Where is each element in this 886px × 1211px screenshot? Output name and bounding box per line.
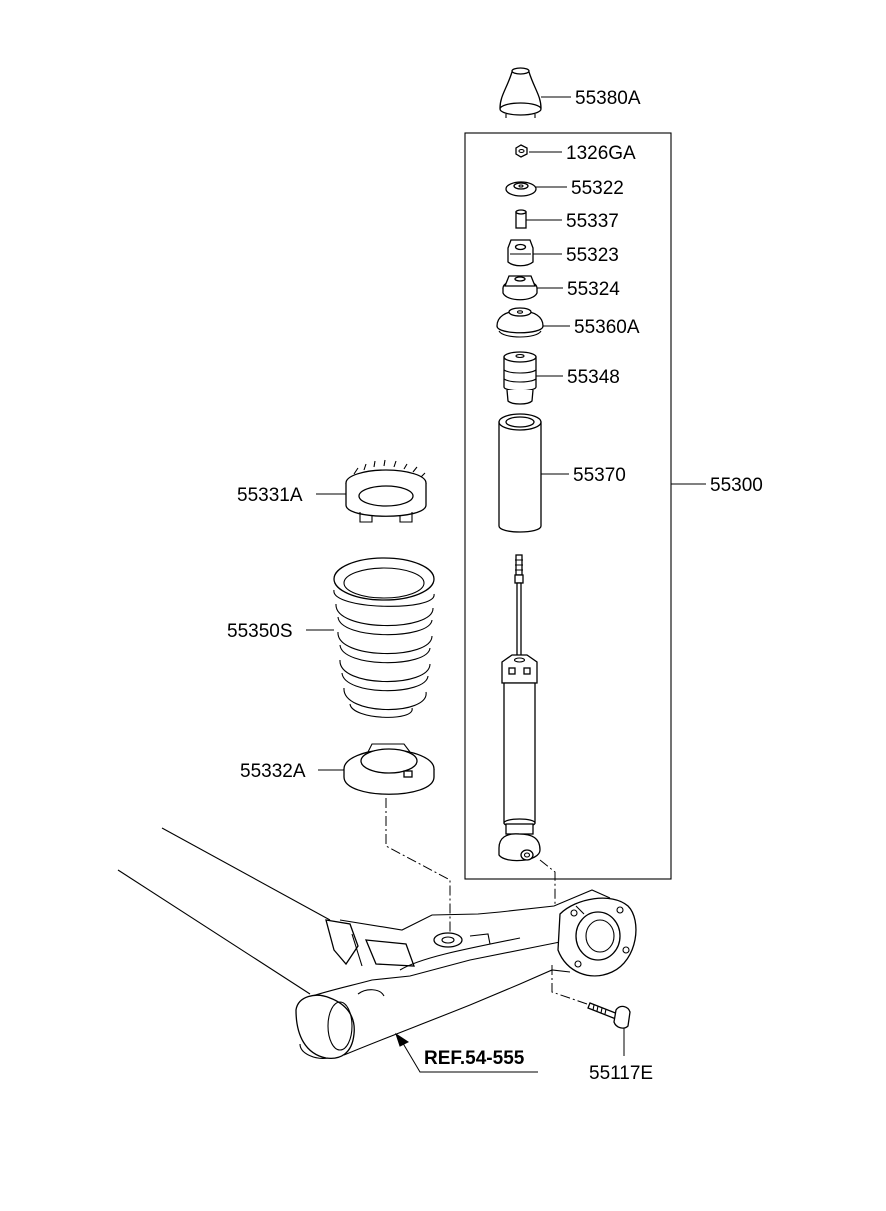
part-55323[interactable] <box>507 239 534 267</box>
assembly-box-55300 <box>464 132 672 880</box>
alignment-line-shock <box>539 859 556 905</box>
part-55348[interactable] <box>503 351 537 405</box>
part-55380A[interactable] <box>499 67 542 118</box>
label-55323[interactable]: 55323 <box>566 245 619 266</box>
label-55348[interactable]: 55348 <box>567 367 620 388</box>
part-55332A[interactable] <box>343 743 435 795</box>
label-55380A[interactable]: 55380A <box>575 88 641 109</box>
reference-arrow-icon <box>395 1032 409 1047</box>
label-55300[interactable]: 55300 <box>710 475 763 496</box>
label-55360A[interactable]: 55360A <box>574 317 640 338</box>
label-55331A[interactable]: 55331A <box>237 485 303 506</box>
rear-axle-beam[interactable] <box>117 827 611 1060</box>
part-1326GA[interactable] <box>515 144 528 158</box>
part-55337[interactable] <box>515 209 527 229</box>
part-55117E[interactable] <box>587 1002 631 1029</box>
part-55331A[interactable] <box>345 459 427 523</box>
label-55337[interactable]: 55337 <box>566 211 619 232</box>
alignment-line-bolt <box>551 965 591 1006</box>
wheel-hub-bracket[interactable] <box>557 897 637 977</box>
label-55322[interactable]: 55322 <box>571 178 624 199</box>
alignment-line-spring <box>385 798 451 938</box>
part-55370[interactable] <box>498 413 542 533</box>
label-55332A[interactable]: 55332A <box>240 761 306 782</box>
label-55350S[interactable]: 55350S <box>227 621 293 642</box>
part-55360A[interactable] <box>496 307 544 338</box>
part-55350S[interactable] <box>333 557 435 718</box>
label-55370[interactable]: 55370 <box>573 465 626 486</box>
label-55324[interactable]: 55324 <box>567 279 620 300</box>
reference-leader <box>400 1039 538 1073</box>
part-55324[interactable] <box>502 275 538 301</box>
label-55117E[interactable]: 55117E <box>589 1063 653 1084</box>
label-1326GA[interactable]: 1326GA <box>566 143 636 164</box>
part-shock-absorber[interactable] <box>498 554 541 862</box>
reference-label[interactable]: REF.54-555 <box>424 1048 525 1069</box>
part-55322[interactable] <box>505 181 537 197</box>
